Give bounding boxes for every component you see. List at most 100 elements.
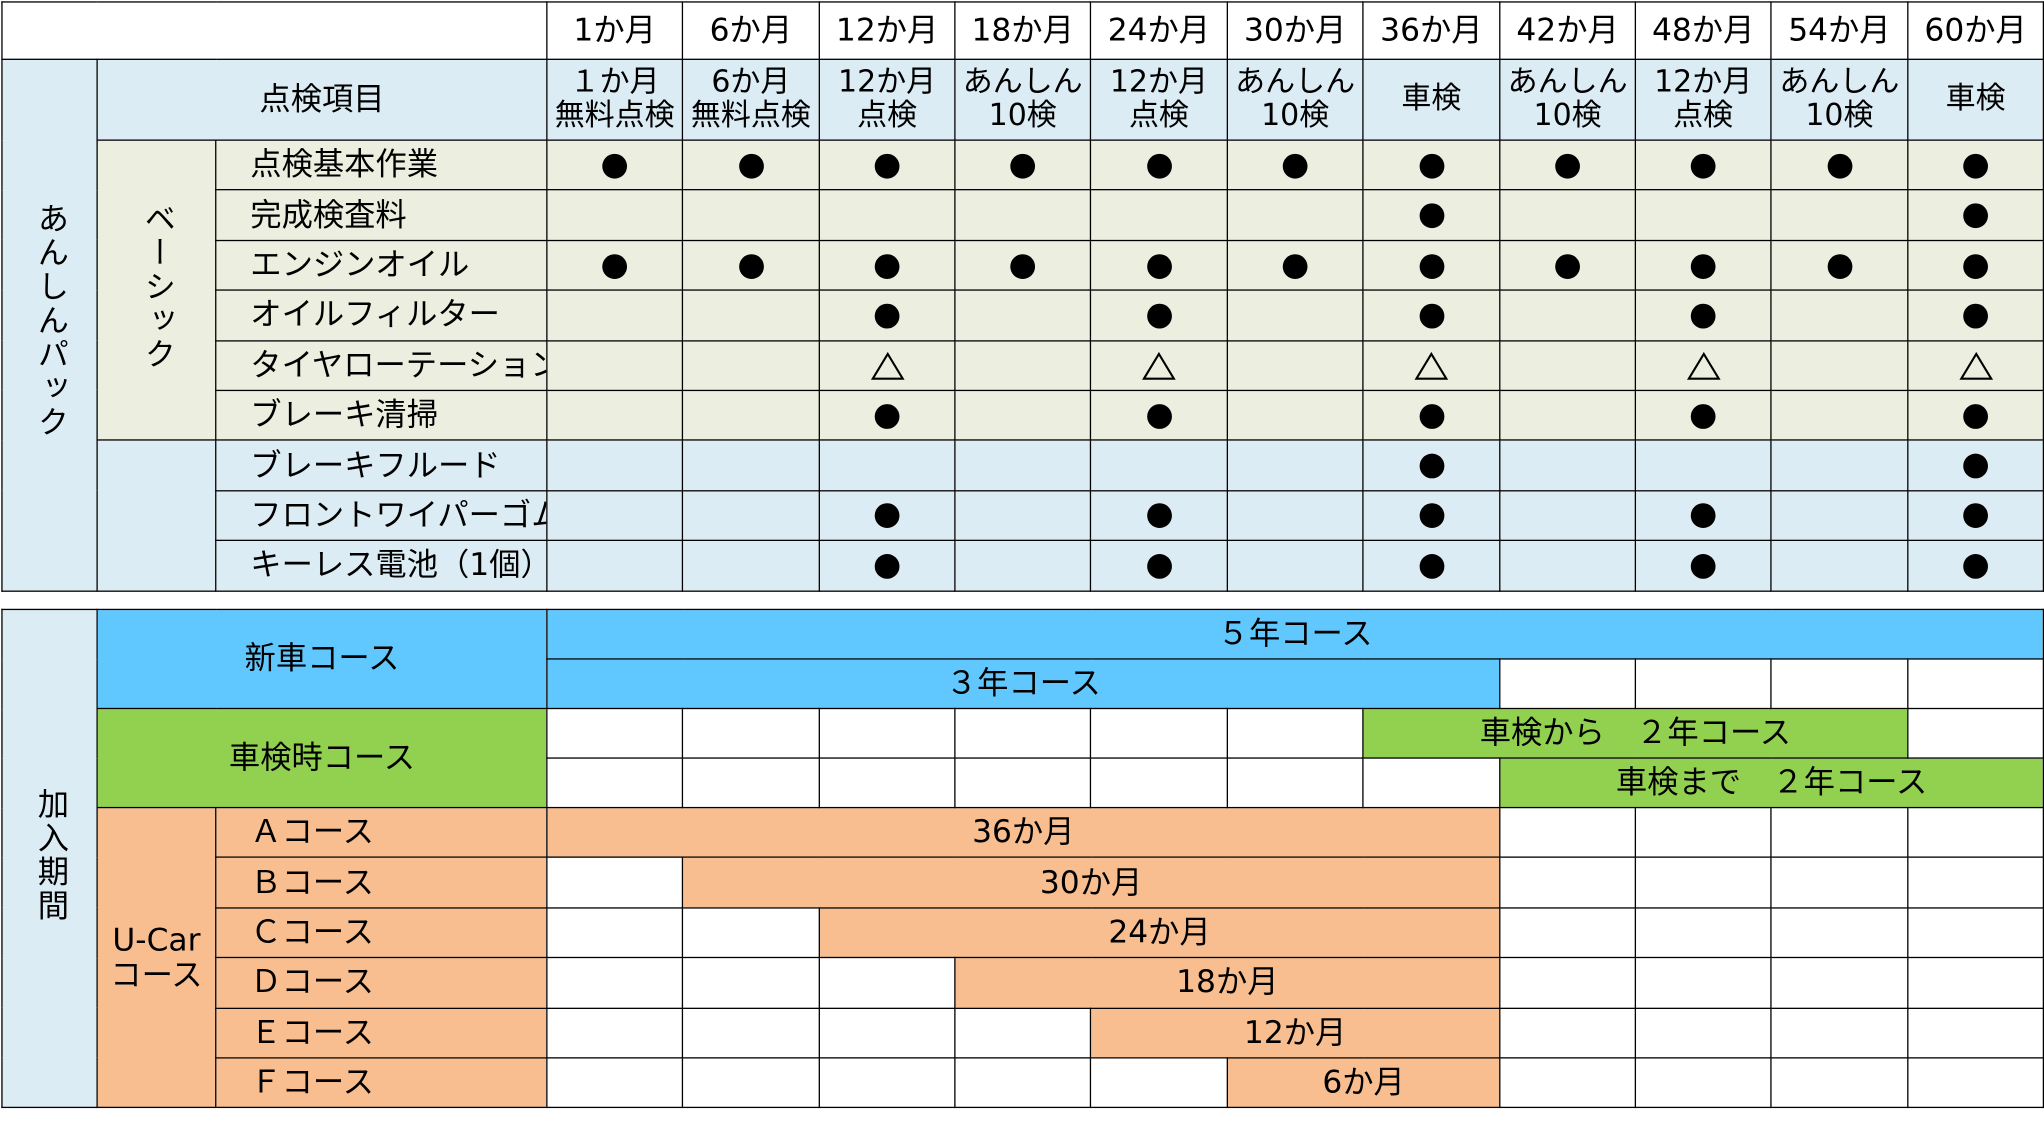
mark-cell: [681, 139, 820, 191]
ucar-course-name: Ｅコース: [215, 1007, 548, 1059]
mark-cell: [1770, 489, 1909, 542]
filled-circle-icon: [1963, 153, 1989, 179]
mark-cell: [1770, 139, 1909, 191]
empty-cell: [681, 957, 820, 1009]
filled-circle-icon: [1282, 153, 1308, 179]
ucar-course-name: Ｂコース: [215, 856, 548, 909]
inspection-type-line: 6か月: [711, 64, 791, 99]
inspection-type-line: あんしん: [1235, 64, 1356, 99]
inspection-type-1: １か月無料点検: [546, 58, 684, 141]
empty-cell: [546, 957, 684, 1009]
mark-cell: [546, 189, 684, 241]
ucar-course-name: Ｃコース: [215, 907, 548, 959]
filled-circle-icon: [1690, 553, 1716, 579]
mark-cell: [1499, 289, 1637, 341]
filled-circle-icon: [874, 553, 900, 579]
empty-cell: [1907, 806, 2044, 859]
empty-cell: [546, 707, 684, 759]
mark-cell: [954, 389, 1092, 442]
filled-circle-icon: [1827, 253, 1852, 279]
filled-circle-icon: [1418, 453, 1444, 479]
mark-cell: [1089, 189, 1229, 241]
filled-circle-icon: [1282, 253, 1308, 279]
mark-cell: [954, 539, 1092, 592]
triangle-outline-icon: [1142, 351, 1176, 380]
filled-circle-icon: [874, 403, 900, 429]
mark-cell: [1770, 439, 1909, 492]
inspection-type-line: あんしん: [962, 64, 1083, 99]
filled-circle-icon: [1963, 553, 1989, 579]
mark-cell: [1362, 139, 1501, 191]
filled-circle-icon: [1418, 303, 1444, 329]
inspection-type-line: 点検: [857, 98, 918, 133]
shaken-row-from: 車検時コース 車検から ２年コース: [2, 707, 2044, 809]
ucar-period-bar: 18か月: [954, 957, 1501, 1009]
mark-cell: [1907, 239, 2044, 291]
empty-cell: [546, 907, 684, 959]
item-name: フロントワイパーゴム: [215, 489, 548, 542]
mark-cell: [1089, 289, 1229, 341]
triangle-outline-icon: [1958, 351, 1993, 380]
filled-circle-icon: [738, 153, 764, 179]
filled-circle-icon: [1010, 153, 1036, 179]
month-header-8: 42か月: [1499, 1, 1637, 60]
empty-cell: [1907, 1007, 2044, 1059]
mark-cell: [1634, 289, 1772, 341]
mark-cell: [954, 289, 1092, 341]
empty-cell: [1499, 1057, 1637, 1109]
mark-cell: [1226, 539, 1364, 592]
ucar-period-bar: 24か月: [818, 907, 1501, 959]
month-header-7: 36か月: [1362, 1, 1501, 60]
ucar-period-bar: 36か月: [546, 806, 1501, 859]
period-table: 加入期間 新車コース ５年コース ３年コース 車検時コース: [1, 608, 2044, 1109]
inspection-type-5: 12か月点検: [1089, 58, 1229, 141]
inspection-type-line: 点検: [1128, 98, 1189, 133]
empty-cell: [546, 1007, 684, 1059]
new-car-row-3y: ３年コース: [2, 658, 2044, 710]
inspection-type-line: 無料点検: [690, 98, 811, 133]
item-row: ブレーキ清掃: [2, 389, 2044, 442]
mark-cell: [1499, 389, 1637, 442]
mark-cell: [1770, 289, 1909, 341]
filled-circle-icon: [738, 253, 764, 279]
mark-cell: [1089, 339, 1229, 392]
mark-cell: [818, 489, 956, 542]
triangle-outline-icon: [1686, 351, 1721, 380]
empty-cell: [1362, 757, 1501, 809]
item-name: キーレス電池（1個）: [215, 539, 548, 592]
mark-cell: [1226, 289, 1364, 341]
item-row: ブレーキフルード: [2, 439, 2044, 592]
empty-cell: [1770, 856, 1909, 909]
filled-circle-icon: [1963, 453, 1989, 479]
mark-cell: [546, 489, 684, 542]
mark-cell: [1907, 439, 2044, 492]
empty-cell: [954, 707, 1092, 759]
ucar-course-name: Ｆコース: [215, 1057, 548, 1109]
mark-cell: [1362, 239, 1501, 291]
mark-cell: [818, 389, 956, 442]
item-name: タイヤローテーション: [215, 339, 548, 392]
ucar-course-name: Ａコース: [215, 806, 548, 859]
mark-cell: [1770, 189, 1909, 241]
mark-cell: [681, 389, 820, 442]
month-header-11: 60か月: [1907, 1, 2044, 60]
mark-cell: [954, 489, 1092, 542]
filled-circle-icon: [1690, 303, 1716, 329]
mark-cell: [1634, 189, 1772, 241]
filled-circle-icon: [1963, 303, 1989, 329]
shaken-until-2year-bar: 車検まで ２年コース: [1499, 757, 2044, 809]
empty-cell: [1770, 1007, 1909, 1059]
item-row: エンジンオイル: [2, 239, 2044, 291]
mark-cell: [1499, 339, 1637, 392]
mark-cell: [1499, 189, 1637, 241]
empty-cell: [1226, 757, 1364, 809]
filled-circle-icon: [874, 503, 900, 529]
mark-cell: [1634, 389, 1772, 442]
mark-cell: [1907, 389, 2044, 442]
mark-cell: [1770, 339, 1909, 392]
empty-cell: [954, 1057, 1092, 1109]
